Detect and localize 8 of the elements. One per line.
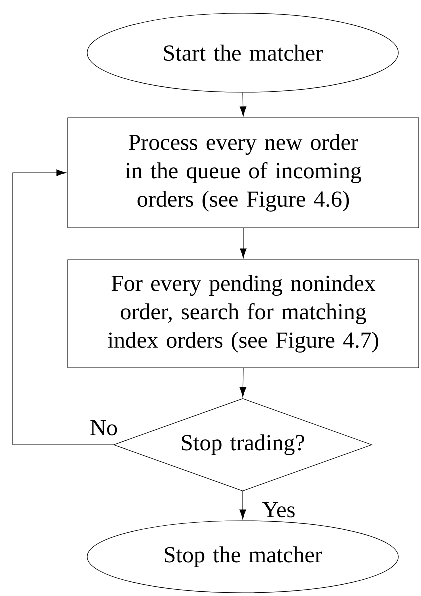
arrow [240, 92, 247, 117]
process-box: Process every new order in the queue of incoming orders (see Figure 4.6) [68, 118, 420, 228]
edge-label: Yes [261, 501, 297, 519]
arrow [12, 170, 114, 446]
arrow [240, 228, 247, 259]
arrow [240, 368, 246, 398]
process-box: For every pending nonindex order, search for matching index orders (see Figure 4.7) [68, 260, 420, 368]
arrow [240, 491, 246, 520]
